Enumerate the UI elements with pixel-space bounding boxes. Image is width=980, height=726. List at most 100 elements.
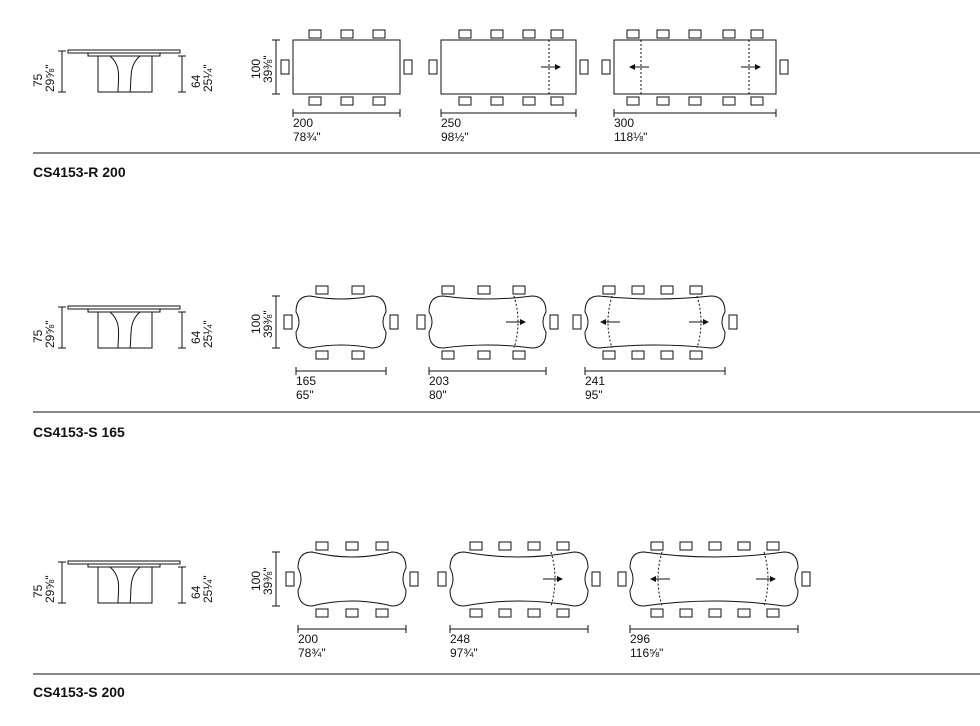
- drawing-section: 7529⅝"6425¼"10039⅜"20078¾"24897¾"296116⅝…: [31, 541, 980, 700]
- table-plan: [617, 541, 811, 618]
- chair-icon: [556, 541, 570, 551]
- chair-icon: [351, 285, 365, 295]
- table-top-plan: [449, 551, 589, 607]
- chair-icon: [679, 608, 693, 618]
- chair-icon: [375, 608, 389, 618]
- arrow-head-icon: [557, 576, 563, 582]
- chair-icon: [750, 96, 764, 106]
- length-cm-label: 250: [441, 116, 461, 130]
- length-cm-label: 203: [429, 374, 449, 388]
- chair-icon: [522, 29, 536, 39]
- drawing-section: 7529⅝"6425¼"10039⅜"16565"20380"24195"CS4…: [31, 285, 980, 440]
- height-cm-label: 75: [31, 73, 45, 87]
- chair-icon: [498, 608, 512, 618]
- chair-icon: [660, 350, 674, 360]
- depth-cm-label: 100: [249, 571, 263, 591]
- chair-icon: [801, 571, 811, 587]
- chair-icon: [688, 29, 702, 39]
- table-top-plan: [295, 295, 387, 349]
- chair-icon: [315, 541, 329, 551]
- table-base: [97, 566, 153, 604]
- length-cm-label: 165: [296, 374, 316, 388]
- arrow-head-icon: [770, 576, 776, 582]
- chair-icon: [458, 96, 472, 106]
- length-cm-label: 296: [630, 632, 650, 646]
- height-cm-label: 75: [31, 584, 45, 598]
- chair-icon: [437, 571, 447, 587]
- depth-in-label: 39⅜": [261, 567, 275, 595]
- base-curve: [109, 55, 141, 93]
- chair-icon: [656, 29, 670, 39]
- length-cm-label: 200: [298, 632, 318, 646]
- chair-icon: [389, 314, 399, 330]
- depth-cm-label: 100: [249, 314, 263, 334]
- length-in-label: 116⅝": [630, 646, 663, 660]
- arrow-head-icon: [703, 319, 709, 325]
- arrow-head-icon: [555, 64, 561, 70]
- chair-icon: [626, 29, 640, 39]
- table-top-plan: [613, 39, 777, 95]
- chair-icon: [708, 541, 722, 551]
- chair-icon: [512, 285, 526, 295]
- arrow-head-icon: [629, 64, 635, 70]
- length-in-label: 80": [429, 388, 447, 402]
- chair-icon: [477, 285, 491, 295]
- chair-icon: [650, 608, 664, 618]
- section-title: CS4153-R 200: [33, 164, 126, 180]
- chair-icon: [340, 29, 354, 39]
- base-cm-label: 64: [189, 74, 203, 88]
- chair-icon: [340, 96, 354, 106]
- chair-icon: [409, 571, 419, 587]
- chair-icon: [579, 59, 589, 75]
- table-plan: [601, 29, 789, 106]
- depth-in-label: 39⅜": [261, 55, 275, 83]
- table-plan: [437, 541, 601, 618]
- height-in-label: 29⅝": [43, 320, 57, 348]
- chair-icon: [722, 96, 736, 106]
- length-in-label: 78¾": [298, 646, 326, 660]
- chair-icon: [601, 59, 611, 75]
- chair-icon: [372, 96, 386, 106]
- height-cm-label: 75: [31, 329, 45, 343]
- length-cm-label: 200: [293, 116, 313, 130]
- chair-icon: [315, 350, 329, 360]
- chair-icon: [766, 608, 780, 618]
- chair-icon: [428, 59, 438, 75]
- chair-icon: [469, 608, 483, 618]
- table-base: [97, 55, 153, 93]
- base-in-label: 25¼": [201, 320, 215, 348]
- chair-icon: [345, 608, 359, 618]
- chair-icon: [591, 571, 601, 587]
- chair-icon: [631, 350, 645, 360]
- table-base: [97, 311, 153, 349]
- table-top-plan: [297, 551, 407, 607]
- chair-icon: [527, 608, 541, 618]
- table-plan: [572, 285, 738, 360]
- arrow-head-icon: [600, 319, 606, 325]
- length-cm-label: 241: [585, 374, 605, 388]
- chair-icon: [602, 350, 616, 360]
- chair-icon: [458, 29, 472, 39]
- table-top-plan: [292, 39, 401, 95]
- base-in-label: 25¼": [201, 575, 215, 603]
- table-top-plan: [629, 551, 799, 607]
- chair-icon: [308, 29, 322, 39]
- base-curve: [109, 311, 141, 349]
- chair-icon: [469, 541, 483, 551]
- chair-icon: [779, 59, 789, 75]
- chair-icon: [688, 96, 702, 106]
- chair-icon: [656, 96, 670, 106]
- height-in-label: 29⅝": [43, 64, 57, 92]
- chair-icon: [416, 314, 426, 330]
- chair-icon: [490, 29, 504, 39]
- chair-icon: [660, 285, 674, 295]
